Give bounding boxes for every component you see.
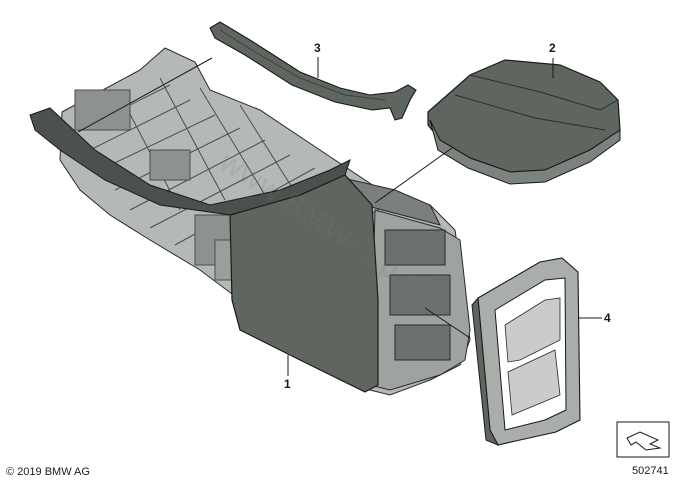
front-fascia — [369, 209, 471, 391]
callout-2: 2 — [549, 41, 556, 55]
leader-3-secondary — [77, 57, 213, 133]
diagram-number: 502741 — [632, 465, 669, 477]
diagram-symbol-box — [616, 421, 670, 458]
arrow-symbol-icon — [626, 431, 662, 451]
part-2-armrest — [427, 59, 621, 185]
leader-4-secondary — [424, 307, 471, 339]
callout-1: 1 — [284, 377, 291, 391]
part-1-centre-console — [29, 47, 471, 396]
part-4-trim-frame — [471, 257, 581, 446]
part-3-trim-strip — [209, 21, 417, 121]
side-trim — [29, 107, 351, 216]
callout-3: 3 — [314, 41, 321, 55]
copyright-text: © 2019 BMW AG — [6, 466, 90, 478]
leader-2-secondary — [374, 147, 453, 204]
leader-lines — [77, 57, 602, 376]
callout-4: 4 — [604, 311, 611, 325]
